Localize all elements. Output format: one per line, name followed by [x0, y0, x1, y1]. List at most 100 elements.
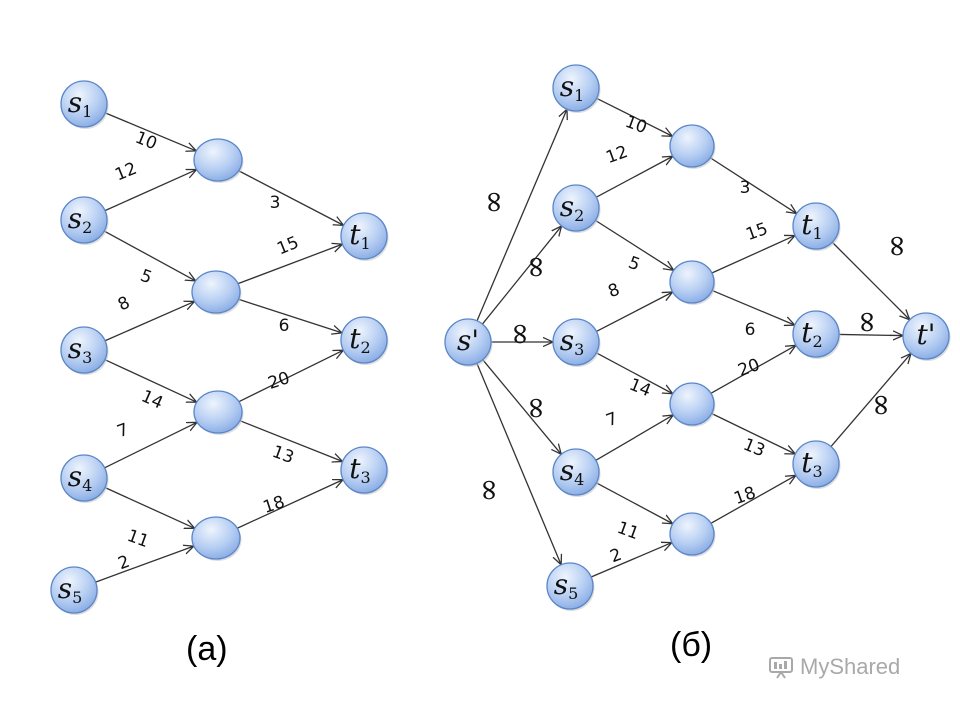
edge-capacity-label: 2 — [115, 552, 132, 574]
edge-m3-t2 — [710, 345, 796, 394]
edge-capacity-label: 13 — [269, 442, 296, 468]
node-subscript: 4 — [574, 470, 584, 489]
node-subscript: 3 — [361, 468, 371, 487]
edge-capacity-label: ∞ — [880, 234, 915, 259]
graph-b: s's1s2s3s4s5t1t2t3t'∞∞∞∞∞101235815614720… — [444, 64, 951, 611]
node-t1: t1 — [340, 212, 389, 261]
edge-capacity-label: ∞ — [519, 396, 554, 421]
node-label: t' — [917, 318, 936, 351]
edge-capacity-label: 14 — [138, 386, 166, 413]
edge-capacity-label: 11 — [614, 518, 641, 544]
node-label: s — [560, 190, 574, 223]
svg-text:s5: s5 — [554, 568, 579, 603]
svg-text:t1: t1 — [349, 218, 370, 253]
caption-a: (a) — [186, 630, 228, 668]
edge-capacity-label: 10 — [622, 112, 649, 138]
svg-text:t2: t2 — [349, 322, 370, 357]
node-m4 — [669, 512, 716, 557]
node-tp: t' — [902, 312, 951, 361]
node-m1 — [669, 124, 716, 169]
svg-text:s3: s3 — [560, 324, 585, 359]
node-subscript: 3 — [82, 348, 92, 367]
svg-text:t1: t1 — [801, 208, 822, 243]
edge-capacity-label: 3 — [270, 193, 281, 213]
node-s3: s3 — [60, 326, 109, 375]
edge-s3-m3 — [595, 352, 673, 394]
edge-m3-t3 — [239, 420, 343, 462]
node-subscript: 4 — [82, 476, 92, 495]
svg-text:s2: s2 — [560, 190, 585, 225]
node-subscript: 1 — [813, 224, 823, 243]
node-label: s — [68, 202, 82, 235]
edge-s4-m3 — [104, 422, 197, 469]
node-label: t — [801, 316, 813, 349]
edge-capacity-label: 15 — [743, 219, 770, 245]
edge-s3-m2 — [596, 292, 672, 333]
edge-capacity-label: 20 — [266, 368, 293, 394]
edge-m2-t1 — [237, 244, 342, 285]
node-s2: s2 — [552, 184, 601, 233]
node-t1: t1 — [792, 202, 841, 251]
edge-capacity-label: 8 — [605, 280, 622, 302]
node-m3 — [669, 382, 716, 427]
node-label: s — [560, 454, 574, 487]
node-subscript: 5 — [72, 588, 82, 607]
node-subscript: 2 — [82, 218, 92, 237]
node-label: s — [554, 568, 568, 601]
watermark-text: MyShared — [800, 654, 901, 679]
edge-capacity-label: ∞ — [503, 322, 538, 347]
edge-s5-m4 — [590, 543, 672, 578]
edge-capacity-label: ∞ — [519, 255, 554, 280]
node-s1: s1 — [552, 64, 601, 113]
edge-m1-t1 — [709, 157, 796, 214]
edge-capacity-label: ∞ — [864, 393, 899, 418]
node-subscript: 3 — [574, 340, 584, 359]
edge-capacity-label: 18 — [261, 492, 288, 518]
edge-t2-tp — [838, 334, 903, 335]
edge-capacity-label: 6 — [745, 320, 756, 340]
edge-capacity-label: 18 — [731, 483, 758, 509]
node-subscript: 3 — [813, 462, 823, 481]
edge-capacity-label: ∞ — [477, 190, 512, 215]
svg-text:s3: s3 — [68, 332, 93, 367]
edge-s2-m2 — [103, 230, 195, 281]
node-label: s — [560, 70, 574, 103]
edge-capacity-label: 5 — [137, 266, 154, 288]
edge-t3-tp — [830, 353, 911, 447]
svg-text:s1: s1 — [560, 70, 585, 105]
caption-b: (б) — [670, 626, 713, 664]
node-subscript: 2 — [813, 332, 823, 351]
node-label: s — [68, 460, 82, 493]
node-label: s — [58, 572, 72, 605]
svg-text:s2: s2 — [68, 202, 93, 237]
edge-capacity-label: 3 — [740, 178, 751, 198]
edge-m4-t3 — [236, 480, 343, 529]
node-s1: s1 — [60, 80, 109, 129]
edge-capacity-label: 6 — [279, 316, 290, 336]
node-m2 — [191, 270, 242, 315]
node-s4: s4 — [552, 448, 601, 497]
edge-m2-t2 — [711, 289, 795, 325]
edge-m4-t3 — [710, 475, 796, 524]
edge-capacity-label: 10 — [132, 128, 160, 155]
edge-s2-m1 — [595, 156, 673, 198]
node-s5: s5 — [50, 566, 99, 615]
edge-s1-m1 — [104, 112, 196, 151]
node-label: t — [349, 322, 361, 355]
node-label: t — [801, 446, 813, 479]
edge-capacity-label: 2 — [607, 545, 624, 567]
node-subscript: 1 — [82, 102, 92, 121]
node-label: t — [801, 208, 813, 241]
svg-text:s': s' — [457, 324, 479, 357]
node-s3: s3 — [552, 318, 601, 367]
watermark: MyShared — [768, 654, 900, 680]
svg-text:s5: s5 — [58, 572, 83, 607]
node-subscript: 2 — [574, 206, 584, 225]
node-sp: s' — [444, 318, 493, 367]
node-s2: s2 — [60, 196, 109, 245]
edge-sp-s5 — [476, 362, 561, 565]
edge-m2-t1 — [711, 235, 795, 274]
edge-m1-t1 — [238, 170, 344, 226]
